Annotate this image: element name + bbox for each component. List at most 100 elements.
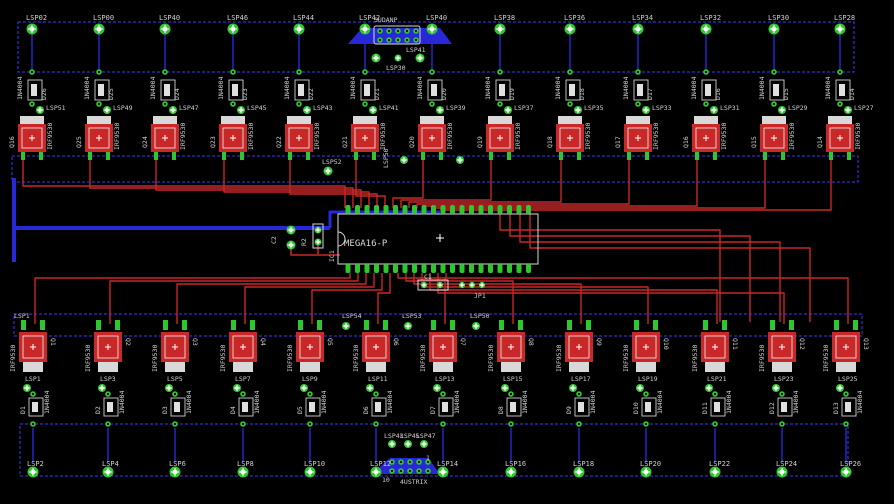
top-pad-lsp44[interactable] [293,23,305,35]
connector-pad[interactable] [371,53,381,63]
mid-pad[interactable] [436,106,444,114]
top-pad-lsp02[interactable] [26,23,38,35]
mid-pad[interactable] [98,384,106,392]
top-pad-lsp46[interactable] [227,23,239,35]
crystal-pad[interactable] [314,238,322,246]
connector-pad[interactable] [388,440,396,448]
bottom-pad-lsp18[interactable] [573,466,585,478]
lsp-pad[interactable] [456,156,464,164]
mid-pad[interactable] [710,106,718,114]
mid-pad[interactable] [844,106,852,114]
diode-via [508,391,514,397]
bottom-mid-label: LSP3 [100,375,116,383]
bottom-pad-lsp4[interactable] [102,466,114,478]
top-mid-label: LSP37 [514,104,534,112]
mid-pad[interactable] [169,106,177,114]
mosfet-ref: Q5 [326,338,334,346]
mid-pad[interactable] [300,384,308,392]
top-pad-lsp42[interactable] [359,23,371,35]
cap-ref: C1 [424,273,432,281]
bottom-pad-lsp12[interactable] [370,466,382,478]
mid-pad[interactable] [705,384,713,392]
mid-pad[interactable] [303,106,311,114]
via-hole [30,102,34,106]
mid-pad[interactable] [366,384,374,392]
bottom-pad-lsp10[interactable] [304,466,316,478]
top-connector[interactable] [348,25,452,45]
mid-pad[interactable] [778,106,786,114]
bottom-pad-lsp6[interactable] [169,466,181,478]
top-mid-label: LSP41 [379,104,399,112]
top-pad-lsp40[interactable] [426,23,438,35]
connector-pad[interactable] [415,53,425,63]
mid-pad[interactable] [233,384,241,392]
via-hole [106,392,110,396]
top-pad-lsp32[interactable] [700,23,712,35]
lsp-pad[interactable] [472,322,480,330]
mid-pad[interactable] [504,106,512,114]
mid-pad[interactable] [165,384,173,392]
bottom-pad-lsp26[interactable] [840,466,852,478]
bottom-pad-lsp2[interactable] [27,466,39,478]
diode-mark [714,402,720,412]
cap-pad[interactable] [436,281,444,289]
mid-pad[interactable] [569,384,577,392]
jp-pad[interactable] [458,281,466,289]
lsp-pad[interactable] [323,166,333,176]
mid-pad[interactable] [103,106,111,114]
mid-pad[interactable] [369,106,377,114]
cap-pad[interactable] [420,281,428,289]
mosfet-tab [569,362,589,372]
via-hole [713,392,717,396]
top-pad-lsp30[interactable] [768,23,780,35]
diode-via [712,391,718,397]
lsp-pad[interactable] [400,156,408,164]
mid-pad[interactable] [772,384,780,392]
mid-pad[interactable] [237,106,245,114]
top-pad-lsp28[interactable] [834,23,846,35]
connector-pad[interactable] [394,54,402,62]
bottom-pad-lsp24[interactable] [776,466,788,478]
diode-mark [499,84,505,96]
via-hole [844,392,848,396]
crystal-pad[interactable] [314,226,322,234]
mid-pad[interactable] [433,384,441,392]
bottom-mid-label: LSP21 [707,375,727,383]
connector-pin [425,468,431,474]
bottom-connector[interactable] [372,458,440,474]
top-pad-label: LSP44 [293,14,314,22]
top-pad-lsp34[interactable] [632,23,644,35]
jp-pad[interactable] [468,281,476,289]
top-pad-lsp00[interactable] [93,23,105,35]
lsp-pad[interactable] [404,322,412,330]
cap-pad[interactable] [286,225,296,235]
ic-mega16[interactable] [337,205,539,273]
mid-pad[interactable] [501,384,509,392]
via-hole [772,102,776,106]
via-hole [308,392,312,396]
mid-pad[interactable] [836,384,844,392]
gate-trace [408,160,562,208]
bottom-pad-lsp14[interactable] [437,466,449,478]
bottom-pad-lsp20[interactable] [640,466,652,478]
mosfet-tab [836,362,856,372]
bottom-pad-lsp16[interactable] [505,466,517,478]
mid-pad[interactable] [36,106,44,114]
lsp-pad[interactable] [342,322,350,330]
gate-trace [445,273,849,324]
connector-pad[interactable] [404,440,412,448]
mid-pad[interactable] [636,384,644,392]
bottom-pad-lsp8[interactable] [237,466,249,478]
top-pad-lsp36[interactable] [564,23,576,35]
top-pad-lsp38[interactable] [494,23,506,35]
jp-pad[interactable] [478,281,486,289]
mid-pad[interactable] [642,106,650,114]
mosfet-value: IRF9530 [487,345,495,372]
top-pad-lsp40[interactable] [159,23,171,35]
mid-pad[interactable] [23,384,31,392]
connector-pad[interactable] [420,440,428,448]
bottom-pad-lsp22[interactable] [709,466,721,478]
cap-pad[interactable] [286,240,296,250]
mid-pad[interactable] [574,106,582,114]
